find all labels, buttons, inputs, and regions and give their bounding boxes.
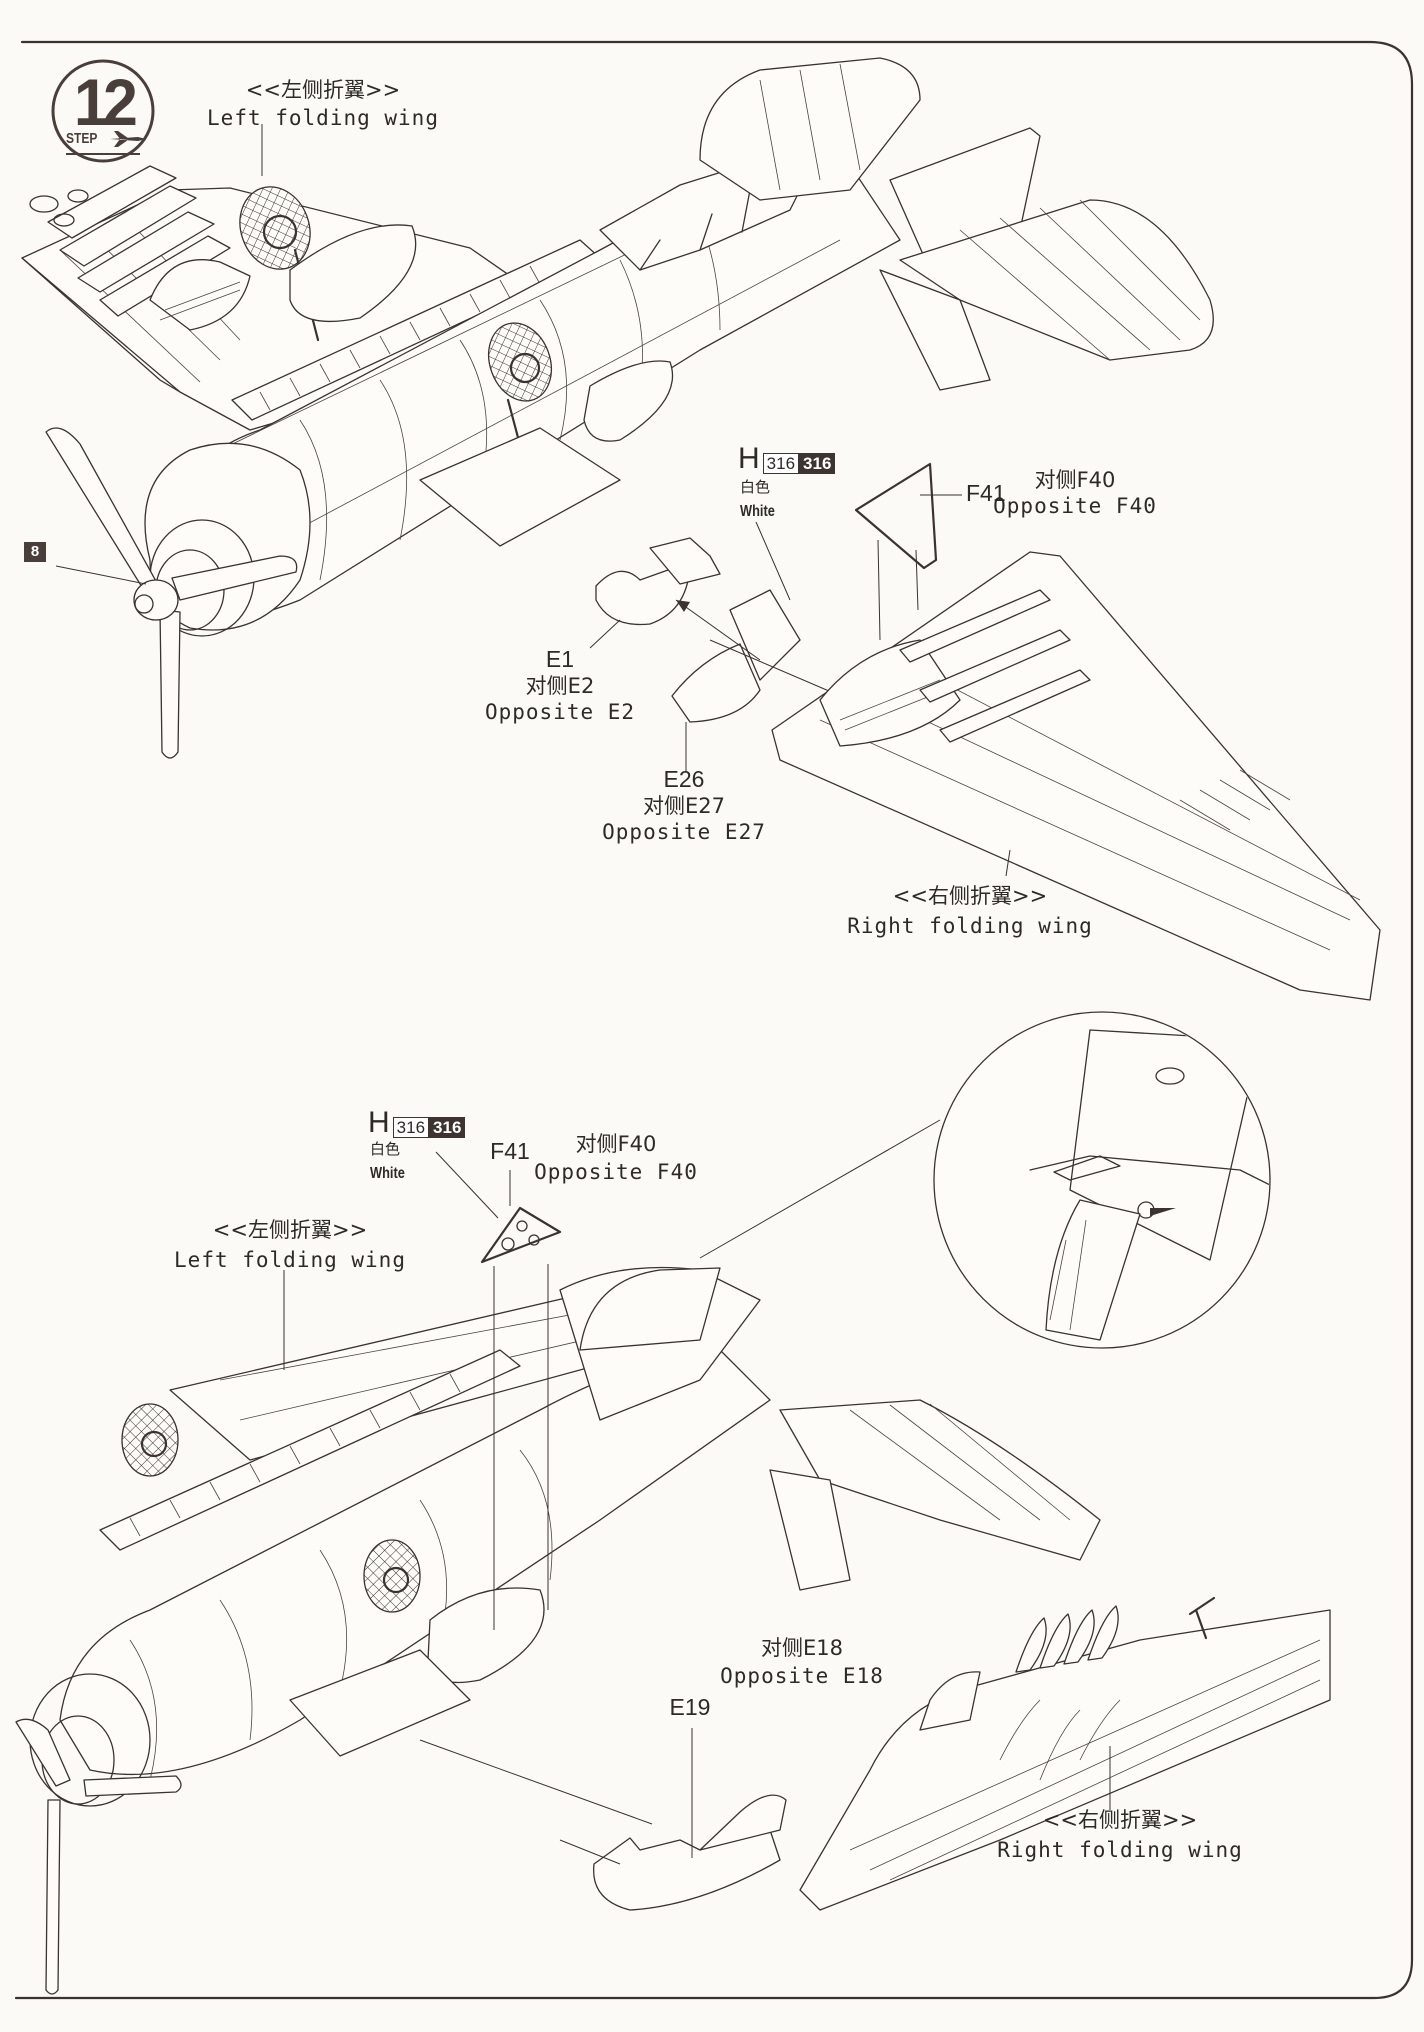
- upper-left-wing-label-cn: <<左侧折翼>>: [245, 78, 401, 102]
- e27-cn: 对侧E27: [643, 794, 725, 818]
- upper-f40-cn: 对侧F40: [1034, 468, 1116, 492]
- lower-wing-rockets: [1015, 1605, 1119, 1673]
- paint-code-filled: 316: [429, 1117, 466, 1138]
- page-reference-badge: 8: [24, 542, 46, 562]
- upper-paint-color-en: White: [740, 503, 775, 520]
- lower-right-wing: [799, 1609, 1331, 1911]
- e26-label: E26: [663, 766, 705, 792]
- part-e26: [671, 643, 761, 723]
- page-border: [14, 40, 1414, 2000]
- lower-paint-color-en: White: [370, 1165, 405, 1182]
- paint-code-filled: 316: [799, 453, 836, 474]
- paint-letter: H: [738, 442, 760, 475]
- upper-aircraft-drawing: [21, 57, 1214, 759]
- upper-left-wing-label-en: Left folding wing: [207, 106, 439, 130]
- e2-cn: 对侧E2: [525, 674, 595, 698]
- e27-en: Opposite E27: [602, 820, 766, 844]
- lower-right-wing-label-cn: <<右侧折翼>>: [1042, 1808, 1198, 1832]
- lower-right-wing-label-en: Right folding wing: [997, 1838, 1243, 1862]
- upper-f41-label: F41: [966, 480, 1006, 506]
- lower-f40-en: Opposite F40: [534, 1160, 698, 1184]
- lower-f40-cn: 对侧F40: [575, 1132, 657, 1156]
- propeller: [45, 427, 298, 759]
- e2-en: Opposite E2: [484, 700, 636, 724]
- jet-icon: [110, 131, 146, 147]
- part-f41-lower: [480, 1206, 562, 1264]
- paint-code-outline: 316: [392, 1117, 430, 1138]
- paint-letter: H: [368, 1106, 390, 1139]
- upper-right-wing-label-cn: <<右侧折翼>>: [892, 884, 1048, 908]
- lower-aircraft-drawing: [15, 1266, 1101, 1995]
- part-e19: [593, 1829, 781, 1911]
- e18-en: Opposite E18: [720, 1664, 884, 1688]
- lower-left-wing-label-en: Left folding wing: [174, 1248, 406, 1272]
- e1-label: E1: [545, 646, 575, 672]
- lower-paint-color-cn: 白色: [370, 1140, 401, 1158]
- upper-paint-color-cn: 白色: [740, 478, 771, 496]
- part-f41: [854, 462, 938, 570]
- upper-f40-en: Opposite F40: [993, 494, 1157, 518]
- detail-circle: [699, 1011, 1271, 1349]
- e19-label: E19: [669, 1694, 711, 1720]
- step-badge-circle: [51, 59, 155, 163]
- paint-code-outline: 316: [762, 453, 800, 474]
- upper-right-wing-label-en: Right folding wing: [847, 914, 1093, 938]
- step-badge: 12 STEP: [50, 58, 156, 164]
- upper-parts: [589, 462, 1381, 1001]
- e18-cn: 对侧E18: [761, 1636, 843, 1660]
- step-label: STEP: [66, 130, 98, 147]
- lower-parts: [419, 1151, 1331, 1911]
- lower-f41-label: F41: [490, 1138, 530, 1164]
- wing-rockets: [899, 589, 1091, 743]
- lower-left-wing-label-cn: <<左侧折翼>>: [212, 1218, 368, 1242]
- step-number: 12: [73, 65, 138, 139]
